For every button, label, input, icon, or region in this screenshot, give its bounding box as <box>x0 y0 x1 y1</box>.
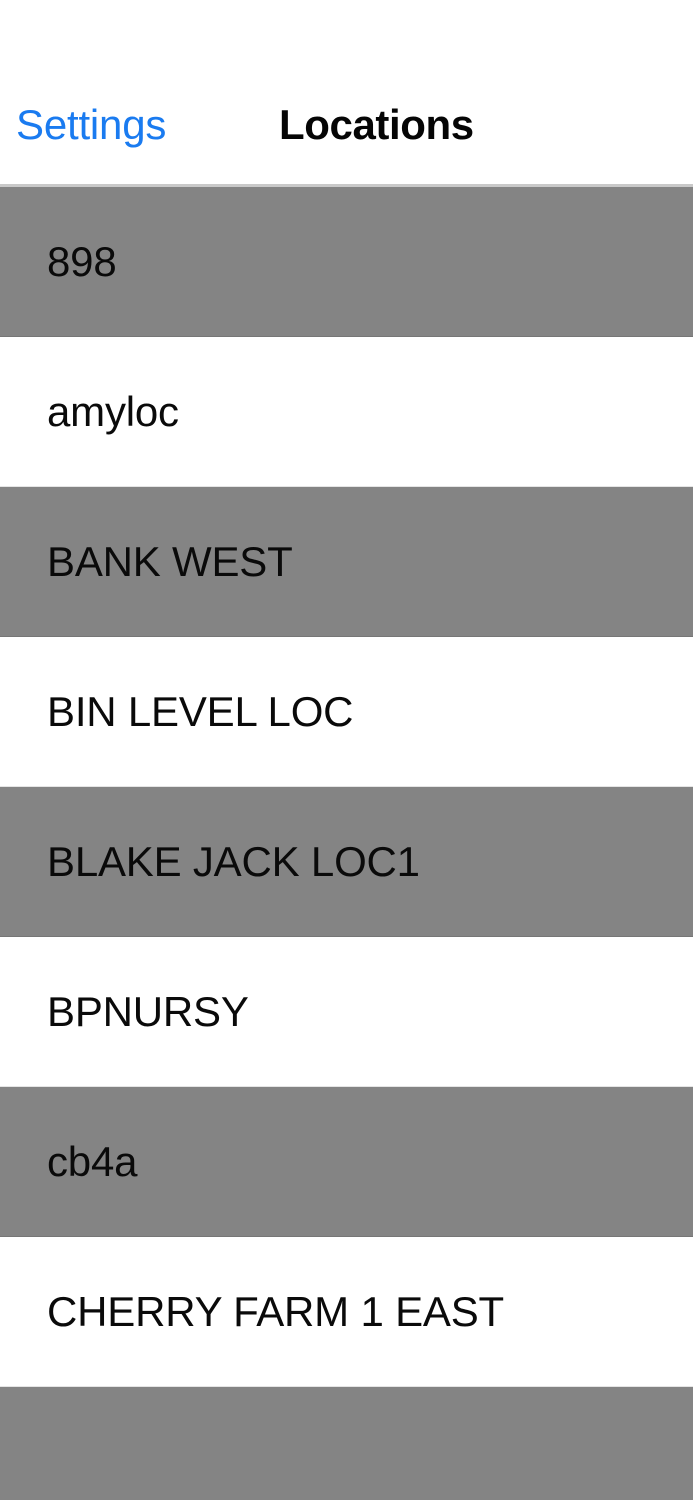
page-title: Locations <box>279 101 474 148</box>
list-item[interactable]: 898 <box>0 187 693 337</box>
list-item-label: cb4a <box>47 1137 138 1185</box>
list-item[interactable]: BPNURSY <box>0 937 693 1087</box>
list-item[interactable]: BANK WEST <box>0 487 693 637</box>
list-item-label: CHERRY FARM 1 EAST <box>47 1287 504 1335</box>
list-item-label: BIN LEVEL LOC <box>47 687 354 735</box>
back-button-settings[interactable]: Settings <box>16 101 167 148</box>
list-item[interactable] <box>0 1387 693 1500</box>
list-item[interactable]: BLAKE JACK LOC1 <box>0 787 693 937</box>
navigation-bar: Settings Locations <box>0 0 693 187</box>
list-item-label: BPNURSY <box>47 987 249 1035</box>
list-item-label: amyloc <box>47 387 179 435</box>
list-item[interactable]: amyloc <box>0 337 693 487</box>
navbar-separator <box>0 184 693 187</box>
list-item[interactable]: cb4a <box>0 1087 693 1237</box>
list-item-label: BANK WEST <box>47 537 293 585</box>
list-item[interactable]: CHERRY FARM 1 EAST <box>0 1237 693 1387</box>
list-item[interactable]: BIN LEVEL LOC <box>0 637 693 787</box>
list-item-label: BLAKE JACK LOC1 <box>47 837 420 885</box>
list-item-label: 898 <box>47 237 117 285</box>
